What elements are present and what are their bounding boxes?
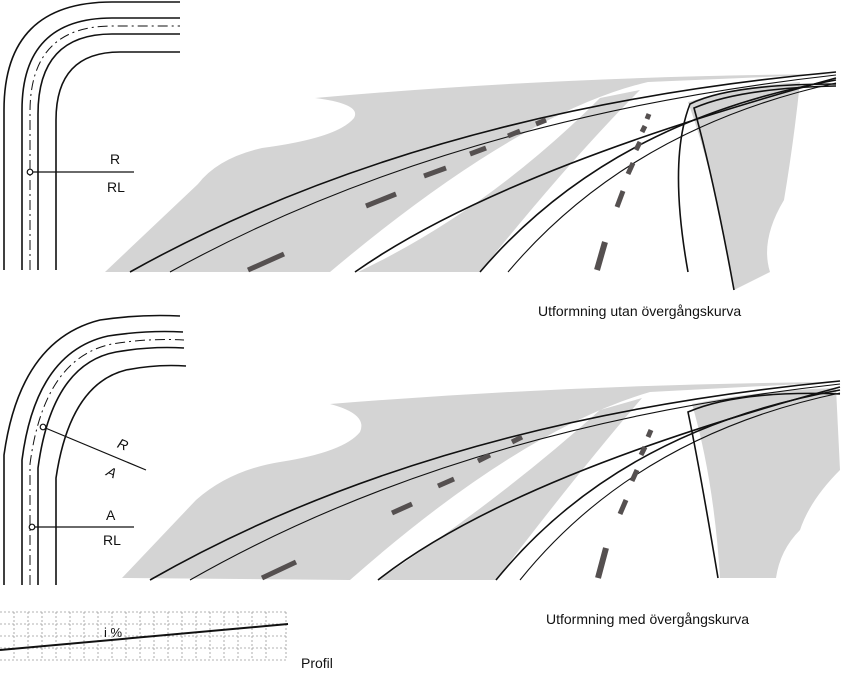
clothoid-label: A (106, 507, 116, 523)
perspective-without-transition (105, 71, 837, 291)
profile-slope-line (0, 623, 289, 651)
left-shoulder (105, 74, 836, 272)
straight-line-label: RL (107, 179, 125, 195)
right-shoulder-2 (692, 388, 840, 578)
caption-with-transition: Utformning med övergångskurva (546, 611, 749, 627)
plan-view-without-transition (3, 1, 180, 270)
median-2 (378, 398, 642, 580)
clothoid-parameter-label: A (103, 463, 119, 482)
right-shoulder (688, 82, 800, 290)
perspective-with-transition (122, 380, 841, 581)
caption-profile: Profil (301, 655, 333, 671)
caption-without-transition: Utformning utan övergångskurva (538, 303, 741, 319)
plan-view-with-transition (3, 314, 187, 585)
profile-grid (0, 611, 287, 661)
median (358, 90, 640, 272)
radius-label: R (110, 151, 120, 167)
left-shoulder-2 (122, 382, 840, 580)
radius-label-transition: R (115, 435, 130, 454)
straight-line-label-2: RL (103, 532, 121, 548)
slope-label: i % (104, 625, 123, 640)
